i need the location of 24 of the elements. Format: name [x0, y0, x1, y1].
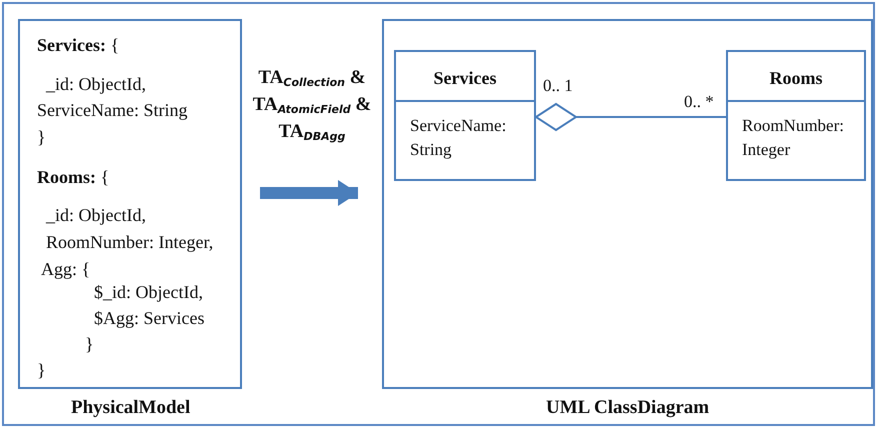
- class-name: Rooms: [728, 52, 864, 102]
- code-line: }: [85, 333, 94, 356]
- code-line: ServiceName: String: [37, 99, 188, 122]
- class-box: [726, 50, 866, 181]
- class-box: [394, 50, 536, 181]
- class-attribute: ServiceName: String: [410, 115, 508, 161]
- code-line: $_id: ObjectId,: [94, 281, 203, 304]
- code-line: $Agg: Services: [94, 307, 204, 330]
- code-line: _id: ObjectId,: [46, 204, 146, 227]
- diagram-caption: UML ClassDiagram: [546, 396, 710, 420]
- code-line: Services: {: [37, 34, 120, 57]
- code-line: _id: ObjectId,: [46, 73, 146, 96]
- multiplicity-label: 0.. 1: [543, 76, 573, 96]
- diagram-caption: PhysicalModel: [71, 396, 190, 420]
- code-line: }: [37, 359, 46, 382]
- code-line: }: [37, 126, 46, 149]
- class-name: Services: [396, 52, 534, 102]
- code-line: RoomNumber: Integer,: [46, 231, 214, 254]
- class-attribute: RoomNumber: Integer: [742, 115, 845, 161]
- code-line: Rooms: {: [37, 166, 110, 189]
- multiplicity-label: 0.. *: [684, 92, 714, 112]
- code-line: Agg: {: [41, 258, 90, 281]
- aggregation-line: [535, 103, 726, 131]
- arrow: [260, 180, 358, 206]
